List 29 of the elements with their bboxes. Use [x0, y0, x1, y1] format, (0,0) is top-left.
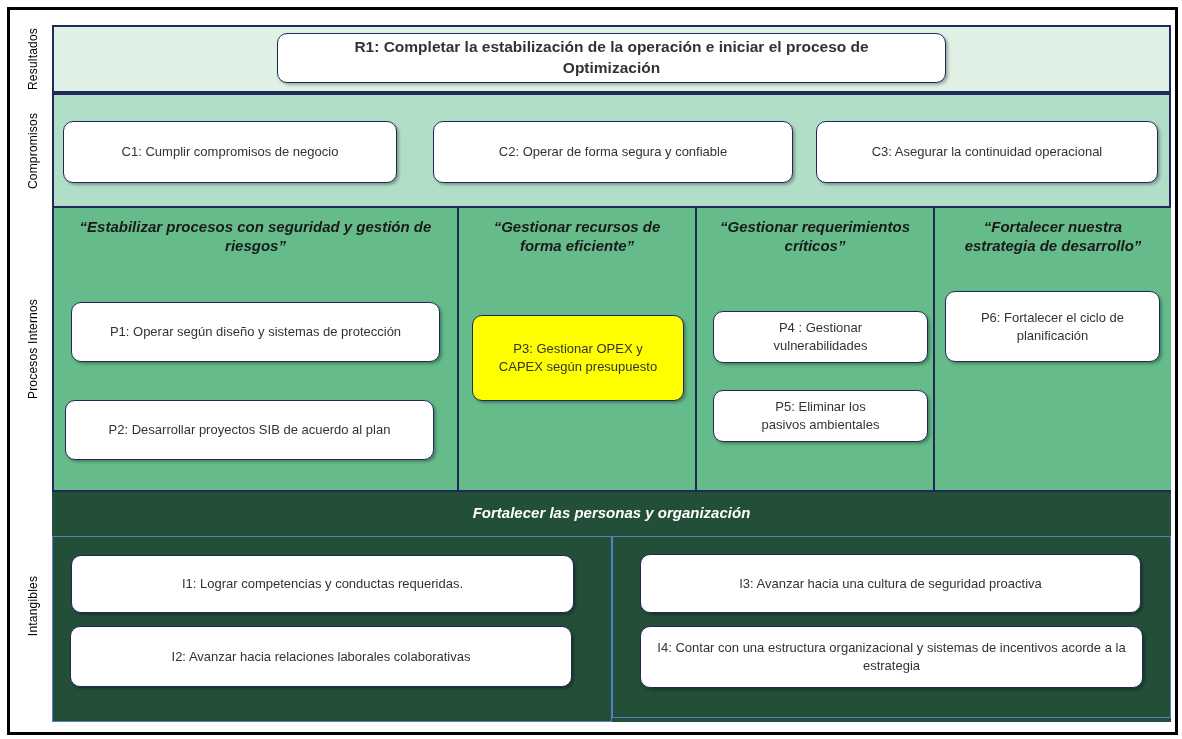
row-label: Compromisos — [26, 112, 40, 189]
column-heading: “Gestionar recursos de forma eficiente” — [492, 218, 662, 256]
objective-box: I1: Lograr competencias y conductas requeridas. — [71, 555, 574, 613]
column-heading: “Gestionar requerimientos críticos” — [718, 218, 912, 256]
objective-box: P6: Fortalecer el ciclo de planificación — [945, 291, 1160, 362]
objective-box: R1: Completar la estabilización de la operación e iniciar el proceso de Optimización — [277, 33, 946, 83]
objective-box: I3: Avanzar hacia una cultura de seguridad proactiva — [640, 554, 1141, 613]
objective-box: P5: Eliminar los pasivos ambientales — [713, 390, 928, 442]
column-heading: “Estabilizar procesos con seguridad y gestión de riesgos” — [78, 218, 433, 256]
row-label: Intangibles — [26, 575, 40, 637]
highlighted-objective-box: P3: Gestionar OPEX y CAPEX según presupuesto — [472, 315, 684, 401]
objective-box: P1: Operar según diseño y sistemas de protección — [71, 302, 440, 362]
column-panel — [695, 208, 933, 490]
row-label: Procesos Internos — [26, 298, 40, 400]
objective-box: C1: Cumplir compromisos de negocio — [63, 121, 397, 183]
objective-box: P2: Desarrollar proyectos SIB de acuerdo al plan — [65, 400, 434, 460]
objective-box: C3: Asegurar la continuidad operacional — [816, 121, 1158, 183]
panel — [52, 536, 612, 722]
column-panel — [457, 208, 695, 490]
column-panel — [52, 208, 457, 490]
column-panel — [933, 208, 1171, 490]
row-label: Resultados — [26, 28, 40, 90]
column-heading: “Fortalecer nuestra estrategia de desarrollo” — [963, 218, 1143, 256]
objective-box: I4: Contar con una estructura organizacional y sistemas de incentivos acorde a la estrategia — [640, 626, 1143, 688]
objective-box: C2: Operar de forma segura y confiable — [433, 121, 793, 183]
panel — [612, 536, 1171, 718]
objective-box: I2: Avanzar hacia relaciones laborales colaborativas — [70, 626, 572, 687]
objective-box: P4 : Gestionar vulnerabilidades — [713, 311, 928, 363]
band-heading: Fortalecer las personas y organización — [471, 504, 752, 521]
